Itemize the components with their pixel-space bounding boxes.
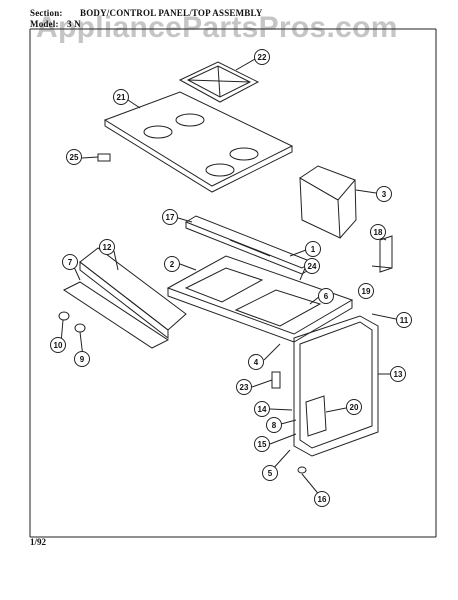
callout-20: 20 xyxy=(346,399,362,415)
callout-14: 14 xyxy=(254,401,270,417)
callout-2: 2 xyxy=(164,256,180,272)
callout-circle xyxy=(396,312,412,328)
clip-part xyxy=(97,153,111,162)
callout-12: 12 xyxy=(99,239,115,255)
callout-23: 23 xyxy=(236,379,252,395)
valve xyxy=(271,371,281,389)
callout-8: 8 xyxy=(266,417,282,433)
bracket xyxy=(371,235,393,273)
callout-circle xyxy=(62,254,78,270)
callout-10: 10 xyxy=(50,337,66,353)
callout-number: 16 xyxy=(318,495,327,504)
callout-bubbles: 22 21 25 3 17 1 18 12 2 24 7 6 19 11 10 9 4 13 23 14 8 20 15 5 1… xyxy=(50,49,412,507)
callout-circle xyxy=(314,491,330,507)
callout-number: 3 xyxy=(382,190,387,199)
callout-circle xyxy=(50,337,66,353)
callout-number: 13 xyxy=(394,370,403,379)
callout-circle xyxy=(113,89,129,105)
callout-7: 7 xyxy=(62,254,78,270)
callout-number: 25 xyxy=(70,153,79,162)
callout-5: 5 xyxy=(262,465,278,481)
leader-lines xyxy=(60,58,397,498)
callout-circle xyxy=(164,256,180,272)
callout-number: 2 xyxy=(170,260,175,269)
callout-circle xyxy=(305,241,321,257)
section-title: BODY/CONTROL PANEL/TOP ASSEMBLY xyxy=(80,8,263,18)
leveling-foot xyxy=(297,466,307,474)
callout-number: 21 xyxy=(117,93,126,102)
callout-19: 19 xyxy=(358,283,374,299)
callout-number: 8 xyxy=(272,421,277,430)
callout-circle xyxy=(162,209,178,225)
callout-circle xyxy=(266,417,282,433)
callout-17: 17 xyxy=(162,209,178,225)
callout-number: 18 xyxy=(374,228,383,237)
callout-circle xyxy=(262,465,278,481)
callout-circle xyxy=(254,49,270,65)
callout-circle xyxy=(346,399,362,415)
callout-22: 22 xyxy=(254,49,270,65)
callout-3: 3 xyxy=(376,186,392,202)
callout-number: 1 xyxy=(311,245,316,254)
callout-circle xyxy=(74,351,90,367)
side-panel xyxy=(293,315,379,457)
callout-number: 4 xyxy=(254,358,259,367)
callout-18: 18 xyxy=(370,224,386,240)
callout-circle xyxy=(376,186,392,202)
callout-number: 17 xyxy=(166,213,175,222)
control-panel xyxy=(63,247,187,349)
callout-circle xyxy=(390,366,406,382)
callout-9: 9 xyxy=(74,351,90,367)
watermark: AppliancePartsPros.com xyxy=(36,11,398,44)
back-guard xyxy=(299,165,357,239)
callout-circle xyxy=(99,239,115,255)
model-value: 3 N xyxy=(67,19,81,29)
cooktop xyxy=(103,91,294,193)
callout-circle xyxy=(358,283,374,299)
callout-11: 11 xyxy=(396,312,412,328)
callout-circle xyxy=(254,436,270,452)
callout-1: 1 xyxy=(305,241,321,257)
callout-circle xyxy=(318,288,334,304)
callout-number: 24 xyxy=(308,262,317,271)
callout-number: 11 xyxy=(400,316,409,325)
callout-21: 21 xyxy=(113,89,129,105)
burner-grate xyxy=(178,61,260,103)
callout-number: 5 xyxy=(268,469,273,478)
callout-number: 7 xyxy=(68,258,73,267)
footer-date: 1/92 xyxy=(30,537,47,547)
callout-15: 15 xyxy=(254,436,270,452)
callout-number: 12 xyxy=(103,243,112,252)
callout-number: 22 xyxy=(258,53,267,62)
callout-number: 15 xyxy=(258,440,267,449)
callout-number: 6 xyxy=(324,292,329,301)
model-label: Model: xyxy=(30,19,59,29)
callout-circle xyxy=(66,149,82,165)
callout-number: 20 xyxy=(350,403,359,412)
callout-circle xyxy=(254,401,270,417)
callout-number: 14 xyxy=(258,405,267,414)
callout-circle xyxy=(370,224,386,240)
section-label: Section: xyxy=(30,8,63,18)
callout-16: 16 xyxy=(314,491,330,507)
callout-13: 13 xyxy=(390,366,406,382)
callout-6: 6 xyxy=(318,288,334,304)
callout-25: 25 xyxy=(66,149,82,165)
callout-circle xyxy=(304,258,320,274)
callout-circle xyxy=(236,379,252,395)
callout-number: 9 xyxy=(80,355,85,364)
callout-number: 10 xyxy=(54,341,63,350)
callout-24: 24 xyxy=(304,258,320,274)
burner-box-rails xyxy=(184,215,314,275)
switch-assembly xyxy=(305,395,327,437)
callout-number: 19 xyxy=(362,287,371,296)
callout-4: 4 xyxy=(248,354,264,370)
callout-number: 23 xyxy=(240,383,249,392)
callout-circle xyxy=(248,354,264,370)
